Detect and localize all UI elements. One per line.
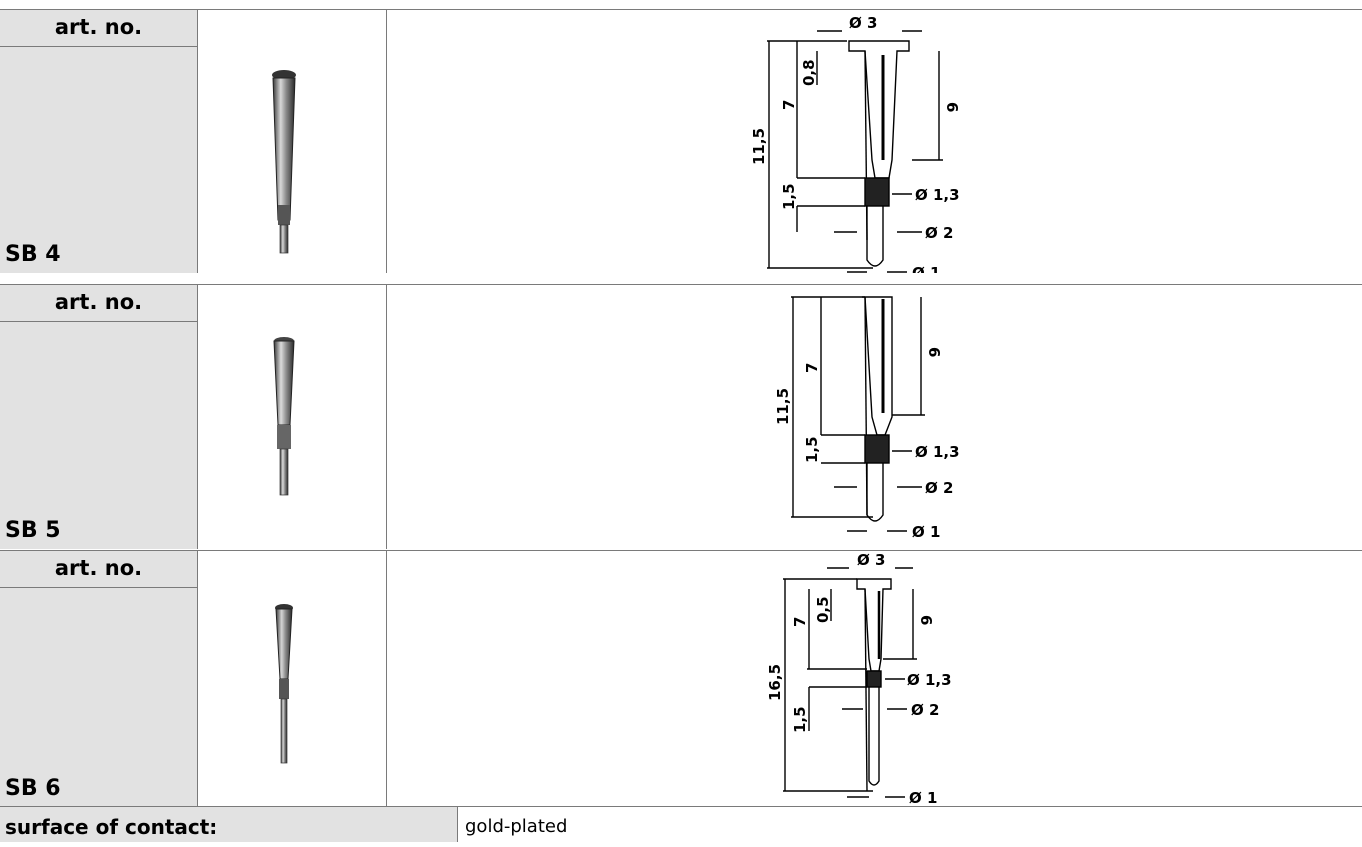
- surface-row: surface of contact: gold-plated: [0, 806, 1362, 842]
- dim-pin-diameter: Ø 2: [911, 701, 939, 719]
- dim-knurl-length: 1,5: [791, 706, 809, 733]
- product-label-column: art. no. SB 6: [0, 551, 198, 807]
- art-no-header: art. no.: [0, 551, 197, 588]
- pin-photo-icon: [273, 337, 295, 496]
- product-row-sb4: art. no. SB 4: [0, 9, 1362, 273]
- dim-pin-diameter: Ø 2: [925, 479, 953, 497]
- dim-slot-length: 6: [925, 347, 943, 357]
- dim-tip-diameter: Ø 1: [912, 523, 940, 541]
- product-code: SB 6: [5, 776, 61, 801]
- product-label-column: art. no. SB 4: [0, 10, 198, 273]
- dim-knurl-length: 1,5: [803, 436, 821, 463]
- dimension-drawing: 11,5 7 6 1,5 Ø 1,3 Ø 2 Ø 1: [774, 296, 960, 541]
- dim-body-length: 7: [791, 617, 809, 627]
- product-row-sb6: art. no. SB 6: [0, 550, 1362, 807]
- dim-knurl-diameter: Ø 1,3: [907, 671, 952, 689]
- dim-knurl-diameter: Ø 1,3: [915, 443, 960, 461]
- dim-pin-diameter: Ø 2: [925, 224, 953, 242]
- dim-slot-length: 6: [943, 102, 961, 112]
- dim-total-length: 11,5: [750, 128, 768, 165]
- pin-photo-icon: [275, 604, 293, 764]
- dim-total-length: 11,5: [774, 388, 792, 425]
- product-code: SB 4: [5, 242, 61, 267]
- dim-knurl-length: 1,5: [780, 183, 798, 210]
- product-label-column: art. no. SB 5: [0, 285, 198, 549]
- product-photo-sb5: [198, 285, 387, 549]
- dim-slot-length: 6: [917, 615, 935, 625]
- product-photo-sb4: [198, 10, 387, 273]
- technical-drawing-sb4: Ø 3 11,5 7 0,8 6 1,5 Ø 1,3 Ø 2 Ø 1: [387, 10, 1362, 273]
- art-no-header: art. no.: [0, 285, 197, 322]
- product-photo-sb6: [198, 551, 387, 807]
- dim-tip-diameter: Ø 1: [909, 789, 937, 807]
- dim-collar-length: 0,8: [800, 59, 818, 86]
- technical-drawing-sb6: Ø 3 16,5 7 0,5 6 1,5 Ø 1,3 Ø 2 Ø 1: [387, 551, 1362, 807]
- dim-head-diameter: Ø 3: [857, 551, 885, 569]
- surface-label: surface of contact:: [0, 807, 458, 842]
- dim-knurl-diameter: Ø 1,3: [915, 186, 960, 204]
- technical-drawing-sb5: 11,5 7 6 1,5 Ø 1,3 Ø 2 Ø 1: [387, 285, 1362, 549]
- dim-tip-diameter: Ø 1: [912, 264, 940, 273]
- pin-photo-icon: [272, 70, 296, 254]
- dimension-drawing: Ø 3 16,5 7 0,5 6 1,5 Ø 1,3 Ø 2 Ø 1: [766, 551, 952, 807]
- product-row-sb5: art. no. SB 5: [0, 284, 1362, 549]
- dimension-drawing: Ø 3 11,5 7 0,8 6 1,5 Ø 1,3 Ø 2 Ø 1: [750, 14, 961, 273]
- art-no-header: art. no.: [0, 10, 197, 47]
- dim-body-length: 7: [780, 100, 798, 110]
- dim-body-length: 7: [803, 363, 821, 373]
- dim-total-length: 16,5: [766, 664, 784, 701]
- product-code: SB 5: [5, 518, 61, 543]
- dim-head-diameter: Ø 3: [849, 14, 877, 32]
- dim-collar-length: 0,5: [814, 596, 832, 623]
- surface-value: gold-plated: [465, 816, 568, 837]
